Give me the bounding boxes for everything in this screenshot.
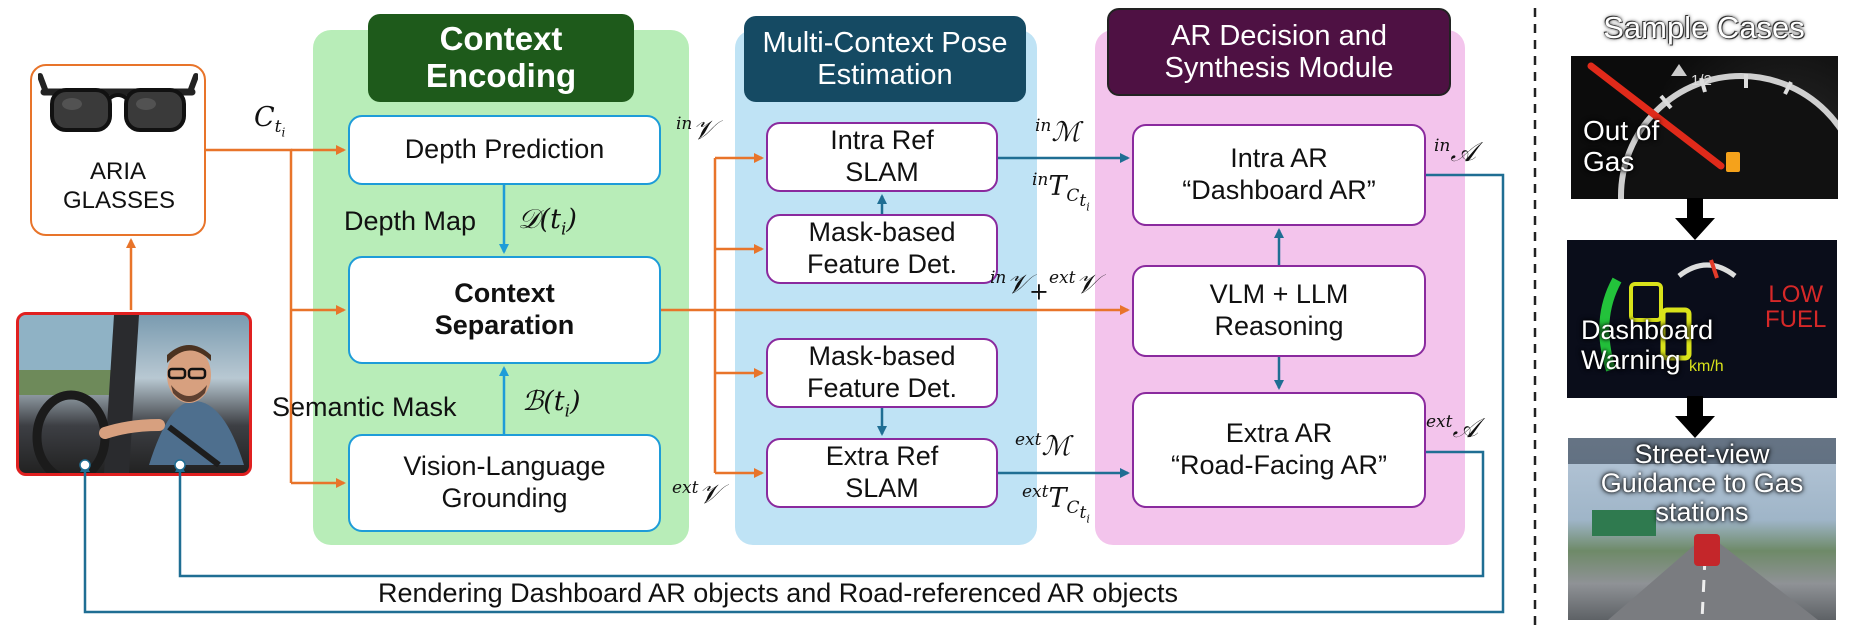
intra-slam-label: Intra Ref SLAM: [830, 125, 934, 187]
case-dashboard-warning: LOW FUEL km/h Dashboard Warning: [1567, 240, 1837, 398]
case-street-view-label: Street-view Guidance to Gas stations: [1600, 439, 1804, 528]
sample-cases-title: Sample Cases: [1603, 9, 1805, 45]
math-in-v: in𝒱: [676, 114, 715, 146]
ar-module-title: AR Decision and Synthesis Module: [1164, 19, 1394, 84]
aria-glasses-box: ARIA GLASSES: [30, 64, 206, 236]
depth-prediction-box: Depth Prediction: [348, 115, 661, 185]
aria-glasses-label: ARIA GLASSES: [63, 158, 176, 215]
mask-feature-bottom-box: Mask-based Feature Det.: [766, 338, 998, 408]
intra-ar-sublabel: “Dashboard AR”: [1182, 175, 1376, 205]
case-arrow-1-icon: [1675, 198, 1715, 240]
glasses-icon: [38, 73, 198, 132]
speed-unit: km/h: [1689, 358, 1724, 375]
low-fuel-sign: LOW FUEL: [1765, 281, 1827, 334]
case-arrow-2-icon: [1675, 396, 1715, 438]
vlm-llm-label: VLM + LLM Reasoning: [1209, 279, 1349, 341]
extra-slam-box: Extra Ref SLAM: [766, 438, 998, 508]
math-in-m: inℳ: [1035, 116, 1081, 148]
driver-photo: [16, 312, 252, 476]
math-depth-fn: 𝒟(ti): [518, 204, 577, 240]
intra-slam-box: Intra Ref SLAM: [766, 122, 998, 192]
semantic-mask-label: Semantic Mask: [272, 392, 457, 422]
case-dashboard-warning-label: Dashboard Warning: [1581, 315, 1714, 375]
case-out-of-gas: 1/2 Out of Gas: [1571, 56, 1838, 199]
vision-language-label: Vision-Language Grounding: [403, 451, 606, 513]
intra-ar-box: Intra AR “Dashboard AR”: [1132, 124, 1426, 226]
vlm-llm-box: VLM + LLM Reasoning: [1132, 265, 1426, 357]
mask-feature-top-box: Mask-based Feature Det.: [766, 214, 998, 284]
street-view-illustration: [1568, 438, 1836, 620]
dashboard-warning-illustration: [1599, 259, 1737, 372]
context-separation-label: Context Separation: [434, 278, 575, 340]
pose-estimation-header: Multi-Context Pose Estimation: [744, 16, 1026, 102]
math-ext-v: ext𝒱: [672, 478, 721, 510]
context-separation-box: Context Separation: [348, 256, 661, 364]
math-ext-m: extℳ: [1015, 430, 1071, 462]
fuel-gauge-illustration: [1587, 62, 1838, 199]
math-c-ti: Cti: [254, 102, 286, 140]
math-ext-t: extTCti: [1022, 482, 1090, 526]
vision-language-box: Vision-Language Grounding: [348, 434, 661, 532]
case-street-view: Street-view Guidance to Gas stations: [1568, 438, 1836, 620]
math-mask-fn: ℬ(ti): [522, 386, 581, 422]
driver-illustration: [19, 315, 244, 473]
ar-module-header: AR Decision and Synthesis Module: [1107, 8, 1451, 96]
math-in-a: in𝒜: [1434, 136, 1476, 168]
mask-feature-top-label: Mask-based Feature Det.: [806, 217, 958, 279]
gauge-half-label: 1/2: [1691, 72, 1712, 89]
depth-map-label: Depth Map: [344, 206, 477, 236]
extra-slam-label: Extra Ref SLAM: [825, 441, 939, 503]
depth-prediction-label: Depth Prediction: [404, 134, 605, 165]
case-out-of-gas-label: Out of Gas: [1583, 115, 1660, 177]
extra-ar-box: Extra AR “Road-Facing AR”: [1132, 392, 1426, 508]
math-in-t: inTCti: [1032, 170, 1090, 214]
extra-ar-label: Extra AR: [1225, 418, 1333, 449]
math-ext-a: ext𝒜: [1426, 412, 1479, 444]
extra-ar-sublabel: “Road-Facing AR”: [1170, 450, 1388, 480]
pose-estimation-title: Multi-Context Pose Estimation: [762, 26, 1008, 91]
context-encoding-header: Context Encoding: [368, 14, 634, 102]
intra-ar-label: Intra AR: [1230, 143, 1328, 174]
math-combined-v: in𝒱+ext𝒱: [990, 268, 1098, 306]
mask-feature-bottom-label: Mask-based Feature Det.: [806, 341, 958, 403]
context-encoding-title: Context Encoding: [425, 20, 577, 94]
bottom-caption: Rendering Dashboard AR objects and Road-…: [378, 578, 1178, 608]
